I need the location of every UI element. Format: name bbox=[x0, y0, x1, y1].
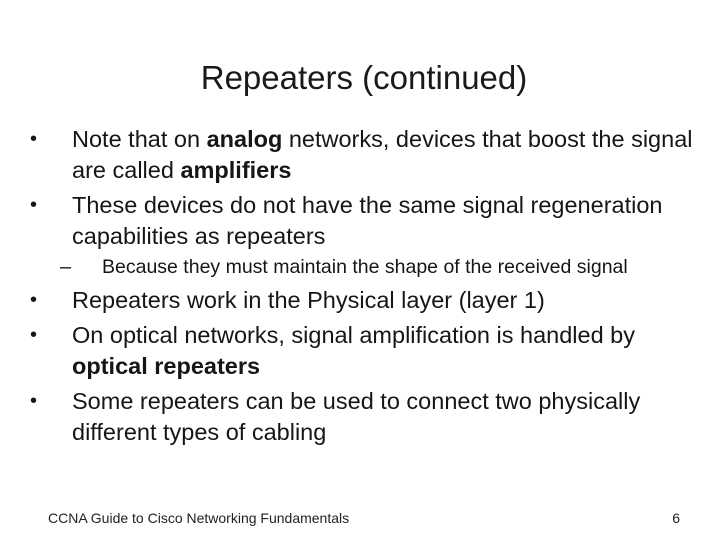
bold-term: analog bbox=[206, 126, 283, 152]
bullet-item: • Note that on analog networks, devices t… bbox=[30, 124, 710, 186]
bullet-text: These devices do not have the same signa… bbox=[72, 192, 662, 249]
slide-title: Repeaters (continued) bbox=[200, 59, 528, 96]
text-run: Note that on bbox=[72, 126, 207, 152]
bullet-marker: • bbox=[30, 390, 38, 412]
bullet-marker: • bbox=[30, 289, 38, 311]
bullet-marker: • bbox=[30, 194, 38, 216]
bullet-list: • Note that on analog networks, devices t… bbox=[30, 124, 710, 448]
bullet-marker: • bbox=[30, 128, 38, 150]
bullet-text: Some repeaters can be used to connect tw… bbox=[72, 388, 640, 445]
bullet-item: • Repeaters work in the Physical layer (l… bbox=[30, 285, 710, 316]
bold-term: amplifiers bbox=[180, 157, 292, 183]
text-run: networks, devices that boost the signal … bbox=[72, 126, 693, 183]
text-run: On optical networks, signal amplificatio… bbox=[72, 322, 635, 348]
bullet-text: Because they must maintain the shape of … bbox=[102, 256, 628, 278]
bullet-item: • These devices do not have the same sign… bbox=[30, 190, 710, 252]
footer-page-number: 6 bbox=[672, 510, 680, 526]
text-run: Some repeaters can be used to connect tw… bbox=[72, 388, 641, 445]
bold-term: optical repeaters bbox=[72, 353, 261, 379]
bullet-text: Note that on analog networks, devices th… bbox=[72, 126, 692, 183]
text-run: These devices do not have the same signa… bbox=[72, 192, 663, 249]
text-run: Repeaters work in the Physical layer (la… bbox=[72, 287, 545, 313]
dash-marker: – bbox=[60, 256, 72, 278]
footer-course-title: CCNA Guide to Cisco Networking Fundament… bbox=[48, 510, 350, 526]
bullet-item: • On optical networks, signal amplificati… bbox=[30, 320, 710, 382]
sub-bullet-item: – Because they must maintain the shape of… bbox=[30, 254, 710, 281]
bullet-text: Repeaters work in the Physical layer (la… bbox=[72, 287, 545, 313]
bullet-text: On optical networks, signal amplificatio… bbox=[72, 322, 635, 379]
bullet-marker: • bbox=[30, 324, 38, 346]
bullet-item: • Some repeaters can be used to connect t… bbox=[30, 386, 710, 448]
text-run: Because they must maintain the shape of … bbox=[102, 256, 628, 278]
